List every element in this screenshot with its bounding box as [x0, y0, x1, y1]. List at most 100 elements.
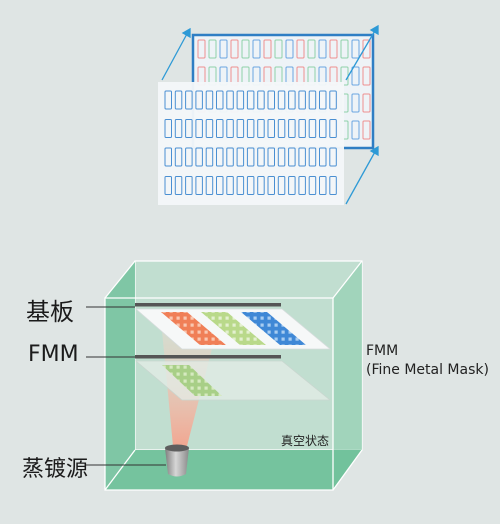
- front-panel-cell: [319, 176, 327, 195]
- front-panel-cell: [277, 147, 286, 167]
- back-panel-subpixel: [362, 66, 371, 86]
- front-panel-cell: [277, 90, 286, 110]
- front-panel-cell: [164, 119, 172, 138]
- front-panel-cell: [226, 90, 234, 110]
- front-panel-cell: [185, 176, 193, 195]
- fmm-full-name-line2: (Fine Metal Mask): [366, 362, 489, 378]
- back-panel-subpixel: [351, 39, 360, 59]
- substrate-bar: [135, 303, 281, 307]
- front-panel-cell: [174, 90, 183, 110]
- back-panel-subpixel: [263, 39, 272, 59]
- back-panel-subpixel: [351, 66, 360, 86]
- front-panel-cell: [164, 147, 172, 167]
- back-panel-subpixel: [296, 39, 305, 59]
- vacuum-state-label: 真空状态: [281, 434, 330, 448]
- front-panel-cell: [308, 176, 317, 195]
- front-panel-cell: [298, 176, 306, 195]
- blue-pixel-area: [241, 312, 306, 345]
- front-panel-cell: [298, 90, 306, 110]
- vacuum-chamber: [104, 260, 363, 491]
- projection-arrows: [161, 24, 379, 205]
- front-panel-cell: [185, 119, 193, 138]
- front-panel-cell: [195, 90, 203, 110]
- front-panel-cell: [236, 176, 245, 195]
- front-panel-cell: [236, 119, 245, 138]
- front-panel-cell: [205, 119, 214, 138]
- back-panel-subpixel: [208, 39, 217, 59]
- front-panel-cell: [246, 147, 255, 167]
- front-panel-cell: [308, 119, 317, 138]
- back-panel-subpixel: [362, 120, 371, 140]
- back-panel-subpixel: [318, 39, 327, 59]
- back-panel-subpixel: [362, 39, 371, 59]
- front-panel-cell: [277, 176, 286, 195]
- front-panel-cell: [185, 90, 193, 110]
- back-panel-subpixel: [351, 120, 360, 140]
- front-panel-cell: [216, 176, 224, 195]
- front-panel-cell: [164, 90, 172, 110]
- leader-lines: [86, 306, 166, 466]
- front-panel-cell: [205, 90, 214, 110]
- back-panel-subpixel: [351, 93, 360, 113]
- back-panel-subpixel: [307, 39, 316, 59]
- fmm-opening: [162, 365, 222, 396]
- front-panel-cell: [319, 147, 327, 167]
- front-panel-cell: [246, 119, 255, 138]
- chamber-edges: [104, 260, 363, 491]
- front-panel-cell: [195, 119, 203, 138]
- front-panel-cell: [246, 90, 255, 110]
- back-panel-subpixel: [197, 39, 206, 59]
- back-panel-subpixel: [340, 39, 349, 59]
- evaporation-source: [165, 444, 189, 477]
- front-panel-cell: [226, 147, 234, 167]
- front-panel-cell: [257, 176, 265, 195]
- front-panel-cell: [226, 119, 234, 138]
- front-panel-cell: [329, 119, 337, 138]
- fmm-full-name-label: FMM (Fine Metal Mask): [366, 342, 489, 380]
- front-panel-cell: [236, 147, 245, 167]
- substrate-label: 基板: [26, 298, 74, 326]
- front-panel-cell: [216, 147, 224, 167]
- front-panel-cell: [319, 90, 327, 110]
- back-panel-subpixel: [252, 39, 261, 59]
- front-panel-cells: [164, 90, 337, 195]
- front-panel-cell: [277, 119, 286, 138]
- front-panel-cell: [205, 147, 214, 167]
- evaporation-source-label: 蒸镀源: [22, 457, 89, 482]
- front-panel-cell: [257, 90, 265, 110]
- front-panel-cell: [164, 176, 172, 195]
- front-panel-cell: [216, 119, 224, 138]
- panel-illustration: [158, 24, 379, 205]
- front-panel-cell: [226, 176, 234, 195]
- front-panel-cell: [195, 176, 203, 195]
- fmm-label: FMM: [28, 342, 79, 367]
- front-panel-cell: [267, 147, 275, 167]
- back-panel-subpixel: [285, 39, 294, 59]
- front-panel-cell: [288, 176, 296, 195]
- back-panel-subpixel: [230, 39, 239, 59]
- red-pixel-area: [161, 312, 226, 345]
- front-panel-cell: [288, 147, 296, 167]
- front-panel-cell: [329, 176, 337, 195]
- front-panel-cell: [236, 90, 245, 110]
- green-pixel-area: [201, 312, 266, 345]
- back-panel-subpixel: [219, 39, 228, 59]
- front-panel-cell: [288, 119, 296, 138]
- front-panel-cell: [288, 90, 296, 110]
- back-panel-subpixel: [329, 39, 338, 59]
- fmm-bar: [135, 355, 281, 359]
- front-panel-cell: [257, 119, 265, 138]
- front-panel-cell: [257, 147, 265, 167]
- back-panel-subpixel: [274, 39, 283, 59]
- front-panel-cell: [267, 90, 275, 110]
- back-panel-subpixel: [241, 39, 250, 59]
- front-panel-cell: [246, 176, 255, 195]
- front-panel-cell: [298, 119, 306, 138]
- front-panel-cell: [174, 176, 183, 195]
- back-panel-subpixel: [362, 93, 371, 113]
- front-panel-cell: [329, 90, 337, 110]
- front-panel-cell: [329, 147, 337, 167]
- front-panel-cell: [174, 147, 183, 167]
- front-panel-cell: [267, 176, 275, 195]
